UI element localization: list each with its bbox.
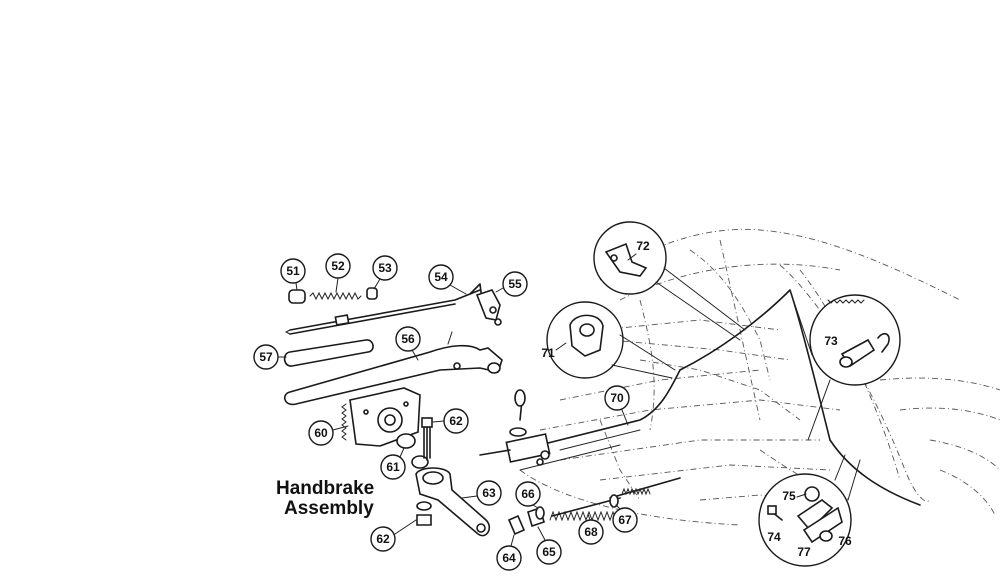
bolt-part-62 — [421, 417, 433, 461]
svg-text:66: 66 — [521, 487, 535, 501]
callout-62-top: 62 — [432, 408, 469, 434]
svg-text:65: 65 — [542, 545, 556, 559]
callout-67: 67 — [612, 504, 638, 533]
ratchet-plate-part-60 — [341, 387, 421, 447]
diagram-title: Handbrake Assembly — [276, 478, 374, 519]
svg-text:62: 62 — [376, 532, 390, 546]
svg-text:52: 52 — [331, 259, 345, 273]
callout-72: 72 — [627, 239, 650, 261]
bush-part-61 — [396, 433, 429, 469]
grip-part-57 — [283, 339, 374, 367]
washer-nut-part-62b — [416, 501, 432, 526]
svg-text:64: 64 — [502, 551, 516, 565]
svg-text:67: 67 — [618, 513, 632, 527]
relay-lever-part-63 — [415, 467, 491, 537]
callout-66: 66 — [515, 481, 541, 509]
svg-text:51: 51 — [286, 264, 300, 278]
callout-74: 74 — [767, 530, 781, 544]
handbrake-cable — [479, 289, 921, 506]
svg-text:70: 70 — [610, 391, 624, 405]
handbrake-lever-part-56 — [283, 331, 503, 406]
callout-60: 60 — [308, 420, 349, 446]
callout-65: 65 — [536, 526, 562, 565]
svg-text:55: 55 — [508, 277, 522, 291]
svg-text:74: 74 — [767, 530, 781, 544]
svg-text:63: 63 — [482, 486, 496, 500]
svg-text:72: 72 — [636, 239, 650, 253]
callout-68: 68 — [578, 513, 604, 545]
pawl-part-55 — [475, 289, 502, 326]
svg-text:77: 77 — [797, 545, 811, 559]
svg-text:68: 68 — [584, 525, 598, 539]
title-line-2: Assembly — [284, 498, 374, 519]
spring-part-52 — [309, 291, 362, 301]
svg-text:54: 54 — [434, 270, 448, 284]
detail-bubble-71 — [546, 301, 676, 379]
callout-53: 53 — [372, 255, 398, 290]
svg-text:62: 62 — [449, 414, 463, 428]
svg-text:73: 73 — [824, 334, 838, 348]
callout-63: 63 — [461, 480, 502, 506]
callout-54: 54 — [428, 264, 467, 295]
detail-bubble-73 — [789, 289, 901, 441]
svg-text:76: 76 — [838, 534, 852, 548]
svg-text:53: 53 — [378, 261, 392, 275]
ratchet-rod-part-54 — [284, 283, 483, 335]
callout-77: 77 — [797, 545, 811, 559]
spring-part-68 — [549, 497, 621, 522]
clevis-part-64 — [507, 514, 526, 536]
sleeve-part-51 — [288, 289, 306, 304]
svg-text:61: 61 — [386, 460, 400, 474]
callout-52: 52 — [325, 253, 351, 293]
callout-62-bottom: 62 — [370, 519, 417, 552]
callout-56: 56 — [395, 326, 421, 361]
callout-75: 75 — [782, 489, 807, 503]
callout-55: 55 — [495, 271, 528, 297]
svg-text:56: 56 — [401, 332, 415, 346]
callout-57: 57 — [253, 344, 287, 370]
rod-part-67 — [609, 477, 681, 508]
detail-bubble-74-77 — [758, 454, 861, 567]
callout-73: 73 — [824, 334, 838, 348]
svg-text:71: 71 — [541, 346, 555, 360]
callout-51: 51 — [280, 258, 306, 291]
callout-61: 61 — [380, 447, 406, 480]
part-callouts: 51 52 53 54 55 56 57 60 61 62 62 63 64 6… — [253, 239, 852, 571]
svg-text:60: 60 — [314, 426, 328, 440]
callout-64: 64 — [496, 534, 522, 571]
callout-76: 76 — [838, 534, 852, 548]
callout-70: 70 — [604, 385, 630, 426]
title-line-1: Handbrake — [276, 478, 374, 499]
callout-71: 71 — [541, 342, 567, 360]
svg-text:57: 57 — [259, 350, 273, 364]
svg-text:75: 75 — [782, 489, 796, 503]
ferrule-part-53 — [366, 287, 378, 300]
washer-part-66 — [535, 506, 545, 520]
